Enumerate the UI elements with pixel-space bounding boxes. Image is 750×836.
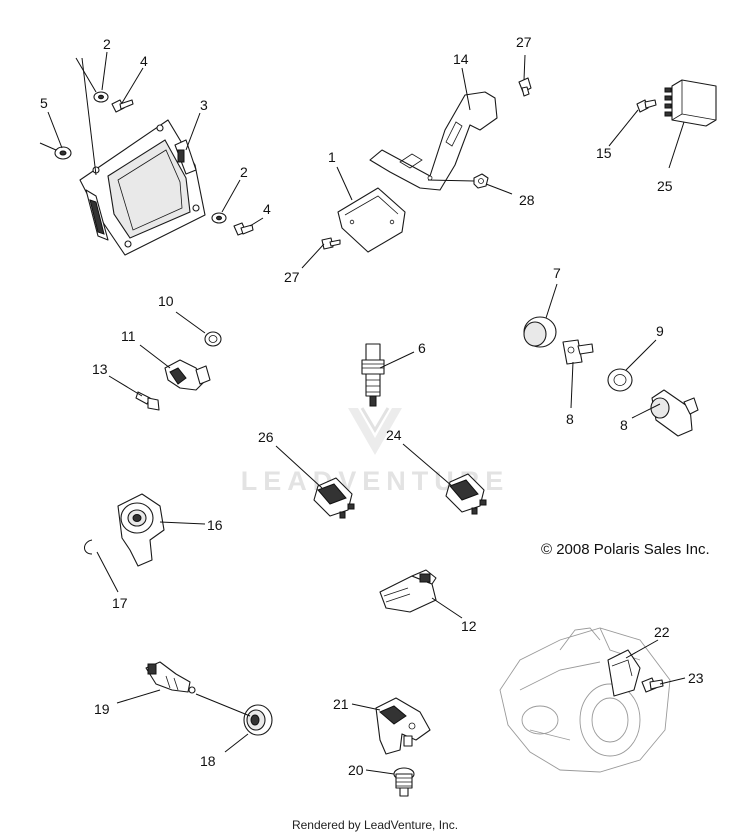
clip-part-17 — [84, 539, 93, 555]
callout-14: 14 — [453, 51, 469, 67]
callout-18: 18 — [200, 753, 216, 769]
sensor-part-11 — [164, 359, 211, 391]
washer-part-2a — [93, 91, 109, 103]
callout-13: 13 — [92, 361, 108, 377]
ecu-module-part-3 — [79, 119, 206, 256]
sensor-part-6 — [361, 343, 385, 407]
throttle-body-part-22 — [499, 627, 671, 773]
key-part-8a — [562, 339, 594, 365]
callout-22: 22 — [654, 624, 670, 640]
callout-7: 7 — [553, 265, 561, 281]
callout-24: 24 — [386, 427, 402, 443]
screw-part-15 — [636, 99, 657, 113]
screw-part-27a — [518, 77, 532, 97]
sensor-part-19 — [145, 661, 196, 694]
relay-block-part-25 — [664, 79, 717, 127]
grommet-part-18 — [243, 704, 273, 736]
sensor-part-21 — [375, 697, 431, 755]
callout-17: 17 — [112, 595, 128, 611]
callout-19: 19 — [94, 701, 110, 717]
callout-20: 20 — [348, 762, 364, 778]
leader-lines — [39, 51, 686, 775]
callout-16: 16 — [207, 517, 223, 533]
screw-part-4b — [233, 222, 254, 236]
washer-part-2b — [211, 212, 227, 224]
callout-27b: 27 — [284, 269, 300, 285]
callout-28: 28 — [519, 192, 535, 208]
callout-12: 12 — [461, 618, 477, 634]
screw-part-4a — [111, 99, 134, 113]
callout-6: 6 — [418, 340, 426, 356]
cover-part-1 — [337, 187, 406, 253]
callout-labels: 2 4 5 3 2 4 27 14 1 28 27 15 25 10 11 13… — [40, 34, 704, 778]
callout-2b: 2 — [240, 164, 248, 180]
screw-part-23 — [641, 677, 664, 693]
callout-8b: 8 — [620, 417, 628, 433]
callout-11: 11 — [121, 328, 136, 344]
callout-25: 25 — [657, 178, 673, 194]
callout-23: 23 — [688, 670, 704, 686]
callout-10: 10 — [158, 293, 174, 309]
callout-2a: 2 — [103, 36, 111, 52]
washer-part-5 — [54, 146, 72, 160]
switch-part-8b — [650, 389, 699, 437]
callout-15: 15 — [596, 145, 612, 161]
callout-3: 3 — [200, 97, 208, 113]
callout-1: 1 — [328, 149, 336, 165]
plug-part-20 — [393, 767, 415, 797]
o-ring-part-10 — [204, 331, 222, 347]
temp-sensor-part-12 — [379, 569, 437, 613]
copyright-notice: © 2008 Polaris Sales Inc. — [541, 541, 710, 558]
callout-5: 5 — [40, 95, 48, 111]
ring-part-9 — [607, 368, 633, 392]
switch-part-24 — [445, 473, 487, 515]
callout-8a: 8 — [566, 411, 574, 427]
callout-4b: 4 — [263, 201, 271, 217]
callout-26: 26 — [258, 429, 274, 445]
callout-21: 21 — [333, 696, 349, 712]
cap-part-7 — [523, 316, 557, 348]
callout-9: 9 — [656, 323, 664, 339]
screw-part-27b — [321, 237, 341, 250]
switch-part-26 — [313, 477, 355, 519]
bracket-part-14 — [369, 91, 498, 191]
nut-part-28 — [473, 173, 489, 189]
knock-sensor-part-16 — [117, 493, 165, 567]
render-credit: Rendered by LeadVenture, Inc. — [291, 818, 459, 832]
callout-27a: 27 — [516, 34, 532, 50]
callout-4a: 4 — [140, 53, 148, 69]
